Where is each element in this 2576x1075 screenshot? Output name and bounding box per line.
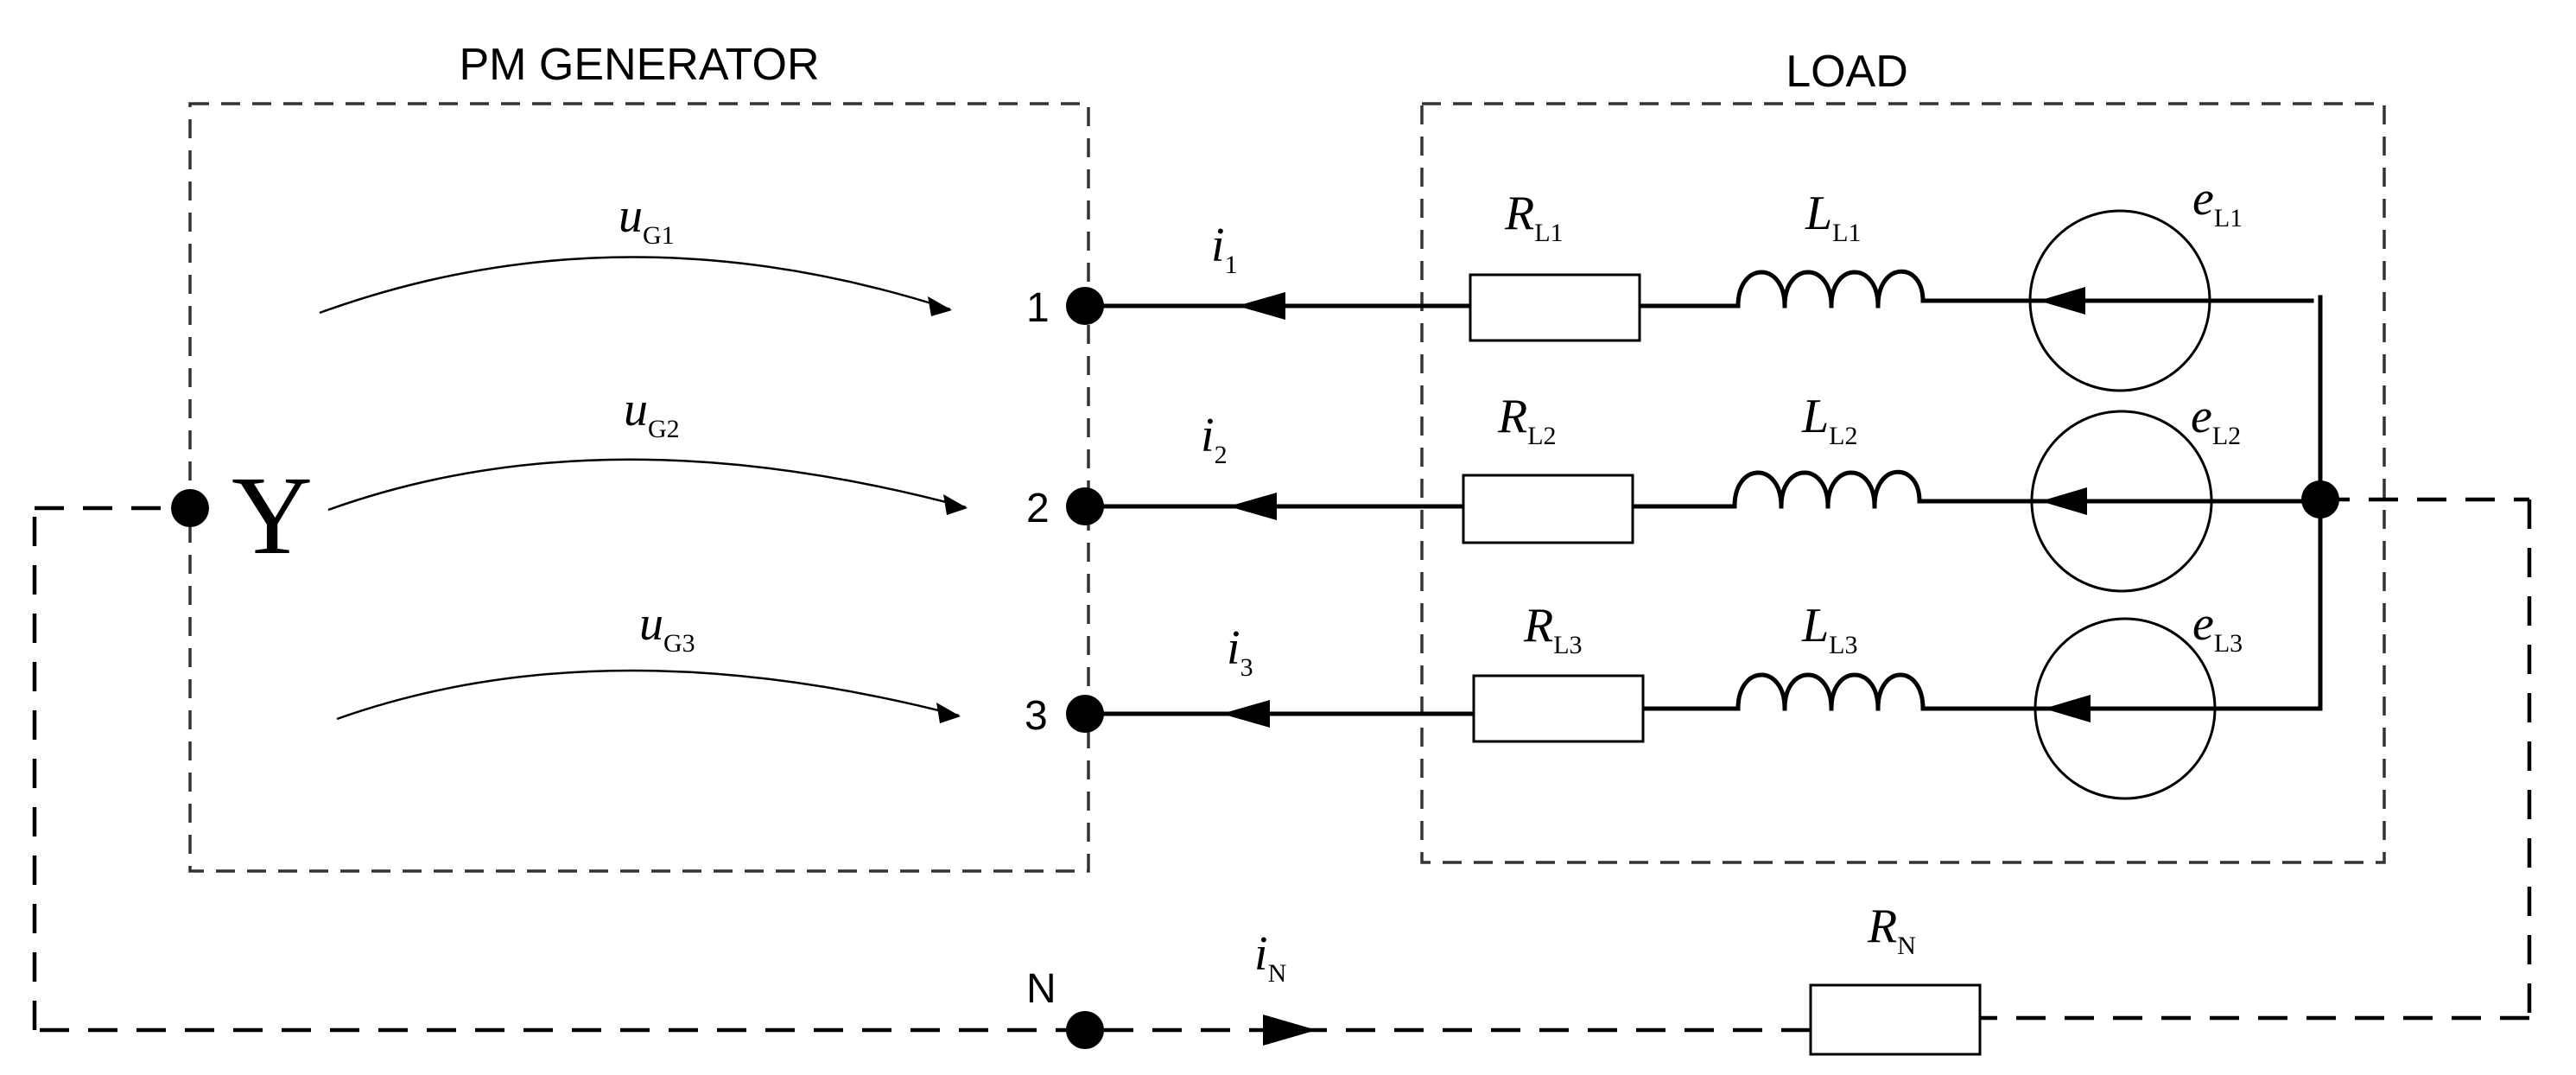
terminal-label-3: 3 bbox=[1025, 693, 1048, 739]
terminal-label-2: 2 bbox=[1026, 486, 1050, 531]
voltage-label-ug1: uG1 bbox=[619, 189, 675, 250]
current-label-in: iN bbox=[1254, 927, 1286, 988]
current-arrow-i2 bbox=[1228, 493, 1277, 520]
terminal-2-node bbox=[1066, 487, 1104, 525]
terminal-1-node bbox=[1066, 287, 1104, 325]
emf-label-el3: eL3 bbox=[2192, 597, 2243, 658]
resistor-label-rl1: RL1 bbox=[1504, 187, 1564, 247]
current-arrow-i3 bbox=[1221, 700, 1270, 728]
terminal-label-n: N bbox=[1026, 966, 1056, 1012]
voltage-arc-g2 bbox=[327, 458, 968, 515]
emf-source-el3 bbox=[2033, 617, 2218, 800]
star-connection-symbol: Y bbox=[232, 454, 313, 578]
terminal-3-node bbox=[1066, 695, 1104, 733]
voltage-arc-g1 bbox=[319, 256, 952, 316]
current-arrow-i1 bbox=[1237, 292, 1285, 320]
emf-source-el2 bbox=[2029, 410, 2214, 593]
resistor-label-rl2: RL2 bbox=[1497, 390, 1557, 450]
current-arrow-in bbox=[1263, 1015, 1317, 1046]
resistor-label-rl3: RL3 bbox=[1523, 599, 1583, 659]
resistor-label-rn: RN bbox=[1867, 900, 1916, 960]
inductor-ll2 bbox=[1732, 469, 1922, 509]
current-label-i1: i1 bbox=[1211, 219, 1238, 279]
load-star-node bbox=[2301, 480, 2339, 518]
voltage-arc-g3 bbox=[336, 669, 961, 723]
current-label-i3: i3 bbox=[1227, 621, 1253, 682]
pm-generator-box bbox=[188, 102, 1090, 873]
load-title: LOAD bbox=[1786, 47, 1908, 97]
resistor-rl1 bbox=[1469, 273, 1641, 342]
resistor-rn bbox=[1809, 983, 1982, 1056]
emf-source-el1 bbox=[2027, 209, 2214, 392]
load-box bbox=[1420, 102, 2386, 864]
emf-label-el2: eL2 bbox=[2191, 390, 2241, 450]
emf-label-el1: eL1 bbox=[2192, 172, 2243, 232]
inductor-label-ll1: LL1 bbox=[1805, 187, 1861, 247]
resistor-rl3 bbox=[1472, 674, 1645, 743]
terminal-label-1: 1 bbox=[1026, 285, 1050, 331]
generator-star-node bbox=[171, 489, 209, 527]
voltage-label-ug2: uG2 bbox=[624, 383, 680, 443]
pm-generator-title: PM GENERATOR bbox=[459, 40, 819, 90]
inductor-label-ll3: LL3 bbox=[1801, 599, 1857, 659]
inductor-label-ll2: LL2 bbox=[1801, 390, 1857, 450]
resistor-rl2 bbox=[1462, 474, 1634, 544]
current-label-i2: i2 bbox=[1201, 409, 1228, 469]
neutral-wiring bbox=[32, 497, 2532, 1033]
voltage-label-ug3: uG3 bbox=[639, 597, 695, 658]
terminal-n-node bbox=[1066, 1011, 1104, 1049]
inductor-ll3 bbox=[1735, 672, 1926, 711]
inductor-ll1 bbox=[1735, 269, 1926, 309]
